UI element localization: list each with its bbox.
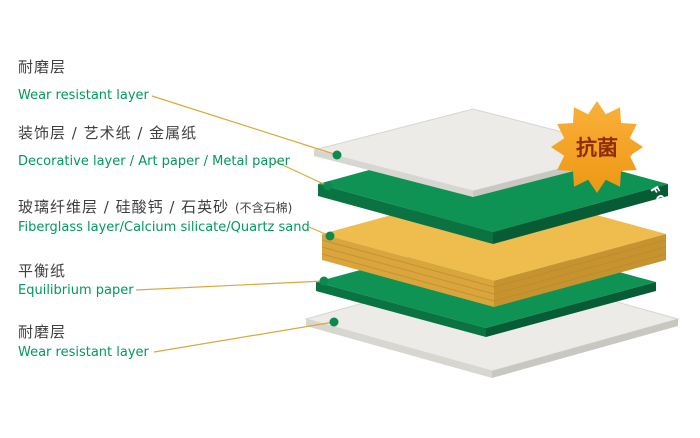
label-fiberglass-zh-note: (不含石棉) (234, 201, 293, 215)
layer-dot (319, 276, 329, 286)
layer-dots (319, 150, 342, 327)
layer-dot (325, 231, 335, 241)
label-decorative-layer-zh: 装饰层 / 艺术纸 / 金属纸 (18, 124, 198, 142)
label-fiberglass-zh-main: 玻璃纤维层 / 硅酸钙 / 石英砂 (18, 198, 230, 216)
label-fiberglass-layer-en: Fiberglass layer/Calcium silicate/Quartz… (18, 220, 310, 235)
layer-dot (332, 150, 342, 160)
lamination-lines (321, 239, 667, 302)
label-equilibrium-paper-en: Equilibrium paper (18, 283, 134, 298)
label-decorative-layer-en: Decorative layer / Art paper / Metal pap… (18, 154, 290, 169)
label-wear-layer-top-zh: 耐磨层 (18, 58, 67, 76)
leader-line (153, 321, 335, 353)
layer-dot (329, 317, 339, 327)
label-equilibrium-paper-zh: 平衡纸 (18, 262, 67, 280)
starburst-icon (551, 101, 643, 193)
antibacterial-badge: 抗菌 (551, 101, 643, 193)
label-wear-layer-top-en: Wear resistant layer (18, 88, 149, 103)
label-fiberglass-layer-zh: 玻璃纤维层 / 硅酸钙 / 石英砂 (不含石棉) (18, 196, 292, 217)
leader-line (151, 95, 338, 156)
layer-dot (323, 181, 333, 191)
leader-line (135, 280, 325, 291)
leader-line (273, 160, 329, 187)
leader-lines (135, 95, 338, 353)
badge-label: 抗菌 (576, 136, 618, 160)
label-wear-layer-bottom-en: Wear resistant layer (18, 345, 149, 360)
label-wear-layer-bottom-zh: 耐磨层 (18, 323, 67, 341)
